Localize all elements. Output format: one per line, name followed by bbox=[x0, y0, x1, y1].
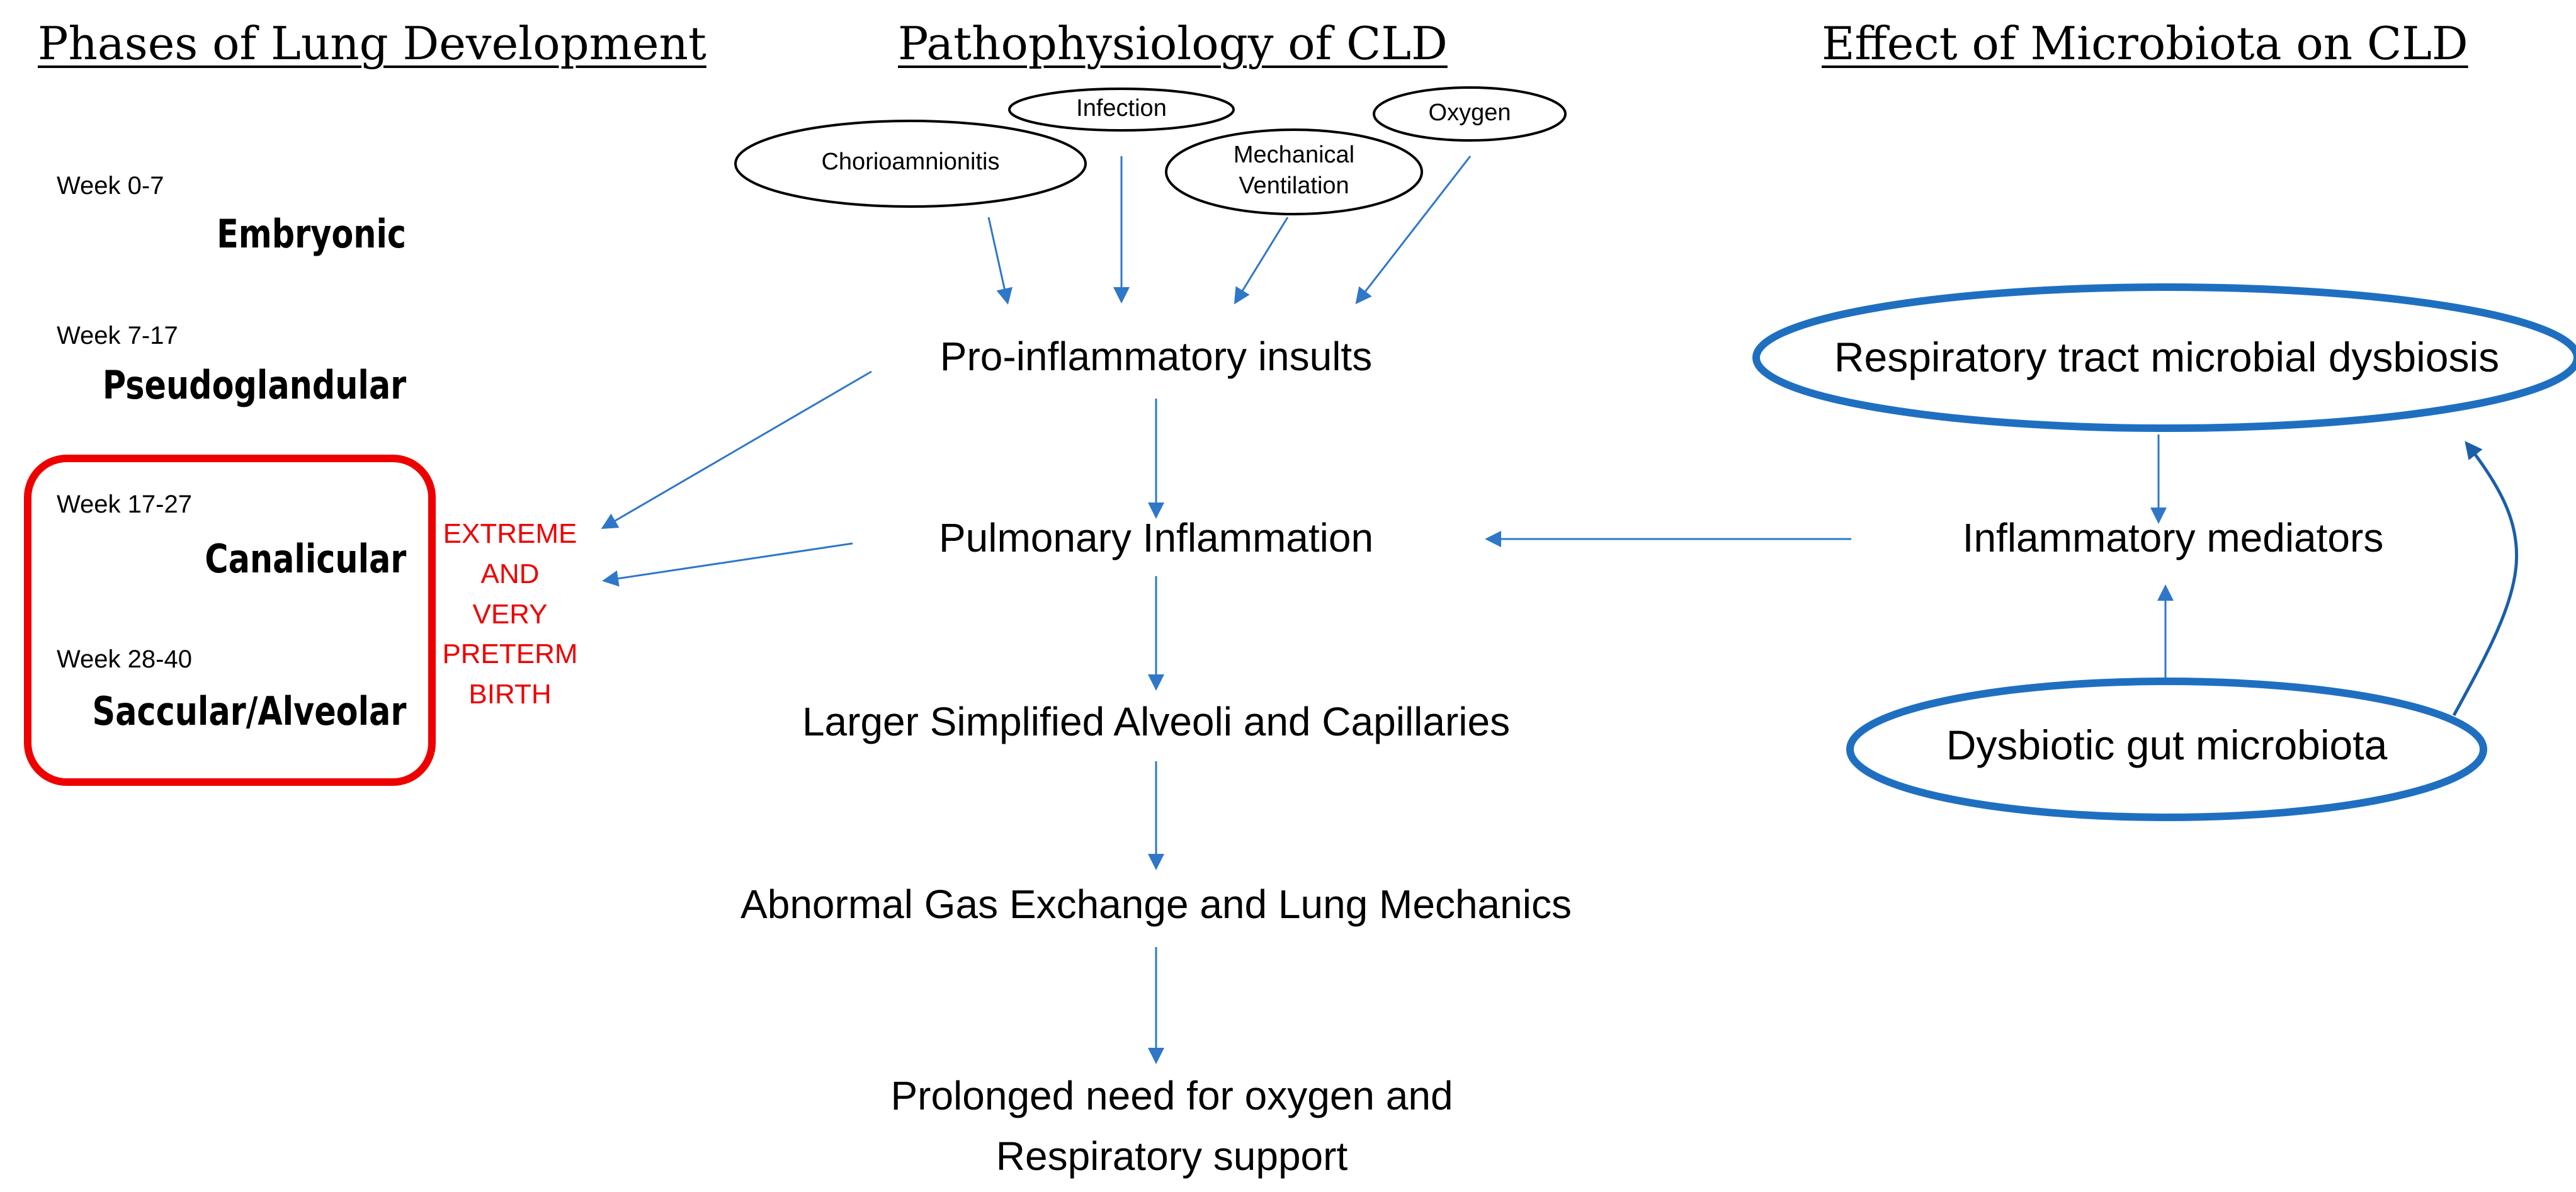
gut-dysbiosis-oval bbox=[1846, 678, 2487, 821]
oxygen-label: Oxygen bbox=[1428, 99, 1511, 126]
arrow-insults-to-preterm bbox=[601, 370, 872, 530]
prolonged-need-line: Prolonged need for oxygen and bbox=[890, 1073, 1453, 1118]
dysbiotic-gut-microbiota: Dysbiotic gut microbiota bbox=[1946, 722, 2388, 768]
phase-name: Canalicular bbox=[204, 536, 406, 582]
phase-name: Embryonic bbox=[216, 211, 406, 257]
pulmonary-inflammation: Pulmonary Inflammation bbox=[938, 515, 1374, 560]
chorioamnionitis-label: Chorioamnionitis bbox=[821, 149, 1000, 175]
chorioamnionitis-oval bbox=[734, 120, 1087, 208]
arrow-chorio-to-insults bbox=[987, 217, 1013, 305]
preterm-label-line: EXTREME bbox=[443, 518, 577, 549]
arrow-ventilation-to-insults bbox=[1234, 217, 1289, 305]
prolonged-need-line: Respiratory support bbox=[996, 1133, 1348, 1179]
respiratory-tract-dysbiosis: Respiratory tract microbial dysbiosis bbox=[1834, 334, 2500, 380]
abnormal-gas-exchange: Abnormal Gas Exchange and Lung Mechanics bbox=[740, 882, 1572, 927]
mechanical-ventilation-oval bbox=[1165, 128, 1423, 215]
prolonged-need-oxygen: Prolonged need for oxygen and Respirator… bbox=[652, 1065, 1691, 1186]
arrow-inflammation-to-preterm bbox=[602, 542, 853, 587]
preterm-label: EXTREME AND VERY PRETERM BIRTH bbox=[441, 514, 579, 715]
mechanical-ventilation-line: Mechanical bbox=[1233, 142, 1355, 168]
preterm-label-line: VERY bbox=[472, 598, 548, 630]
pathophysiology-header: Pathophysiology of CLD bbox=[898, 17, 1448, 70]
respiratory-dysbiosis-oval bbox=[1752, 283, 2576, 432]
oxygen-oval bbox=[1373, 86, 1567, 142]
larger-simplified-alveoli: Larger Simplified Alveoli and Capillarie… bbox=[802, 699, 1511, 744]
phase-weeks: Week 17-27 bbox=[57, 491, 192, 518]
inflammatory-mediators: Inflammatory mediators bbox=[1962, 515, 2384, 560]
phases-header: Phases of Lung Development bbox=[38, 17, 706, 70]
mechanical-ventilation-label: Mechanical Ventilation bbox=[1166, 140, 1422, 202]
preterm-label-line: AND bbox=[480, 558, 540, 589]
infection-oval bbox=[1008, 88, 1235, 132]
phase-weeks: Week 0-7 bbox=[57, 172, 164, 200]
phase-weeks: Week 7-17 bbox=[57, 322, 178, 349]
microbiota-header: Effect of Microbiota on CLD bbox=[1822, 17, 2468, 70]
phase-name: Saccular/Alveolar bbox=[92, 688, 406, 734]
infection-label: Infection bbox=[1076, 95, 1167, 122]
arrow-oxygen-to-insults bbox=[1355, 156, 1472, 305]
mechanical-ventilation-line: Ventilation bbox=[1239, 173, 1349, 200]
preterm-phase-box bbox=[24, 455, 436, 786]
phase-name: Pseudoglandular bbox=[102, 362, 406, 408]
pro-inflammatory-insults: Pro-inflammatory insults bbox=[939, 334, 1373, 379]
preterm-label-line: PRETERM bbox=[442, 639, 578, 670]
preterm-label-line: BIRTH bbox=[468, 679, 552, 710]
phase-weeks: Week 28-40 bbox=[57, 645, 192, 673]
arrow-gut-to-respiratory bbox=[2452, 441, 2519, 717]
